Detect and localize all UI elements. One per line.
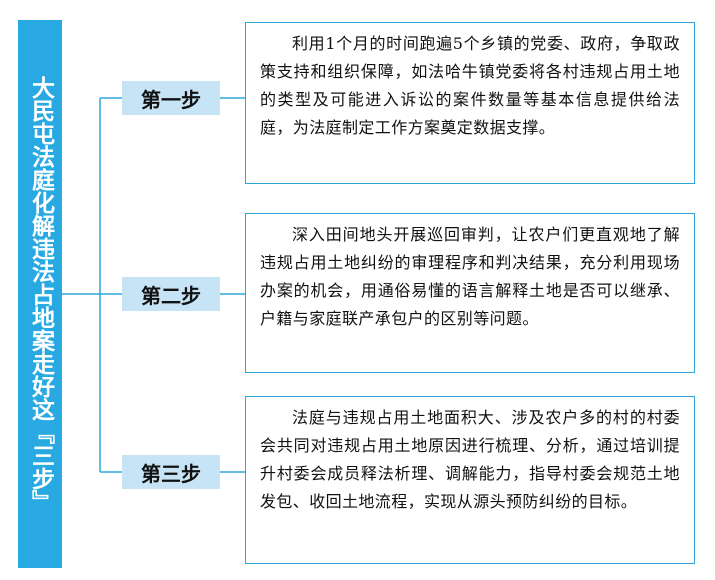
step-2-box: 深入田间地头开展巡回审判，让农户们更直观地了解违规占用土地纠纷的审理程序和判决结… xyxy=(245,213,695,373)
diagram-title: 大民屯法庭化解违法占地案走好这『三步』 xyxy=(27,75,54,513)
step-2-text: 深入田间地头开展巡回审判，让农户们更直观地了解违规占用土地纠纷的审理程序和判决结… xyxy=(260,225,680,328)
step-3-label: 第三步 xyxy=(122,455,220,489)
title-bar: 大民屯法庭化解违法占地案走好这『三步』 xyxy=(18,20,62,568)
step-1-box: 利用1个月的时间跑遍5个乡镇的党委、政府，争取政策支持和组织保障，如法哈牛镇党委… xyxy=(245,22,695,184)
step-3-box: 法庭与违规占用土地面积大、涉及农户多的村的村委会共同对违规占用土地原因进行梳理、… xyxy=(245,396,695,564)
step-2-label: 第二步 xyxy=(122,277,220,311)
step-1-label: 第一步 xyxy=(122,81,220,115)
step-3-text: 法庭与违规占用土地面积大、涉及农户多的村的村委会共同对违规占用土地原因进行梳理、… xyxy=(260,408,680,511)
step-1-text: 利用1个月的时间跑遍5个乡镇的党委、政府，争取政策支持和组织保障，如法哈牛镇党委… xyxy=(260,34,680,137)
